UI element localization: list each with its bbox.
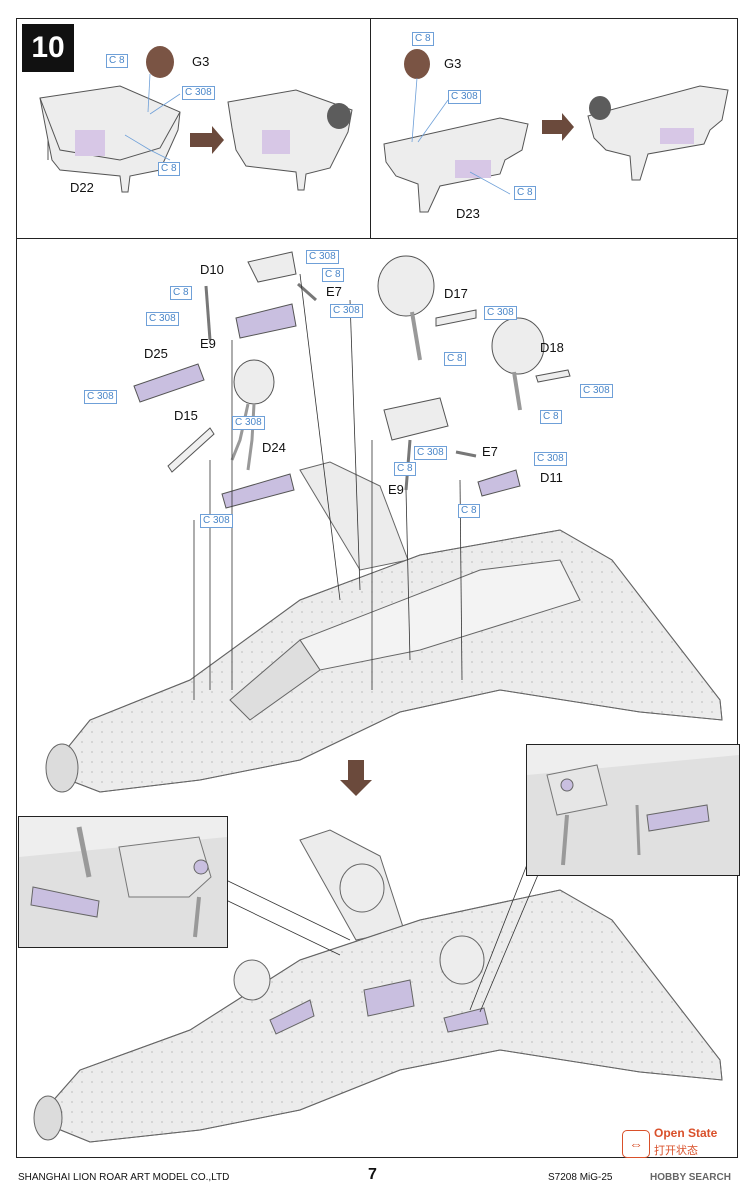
callout-c8: C 8: [158, 162, 180, 176]
callout-c8: C 8: [322, 268, 344, 282]
detail-inset-left: [18, 816, 228, 948]
callout-c8: C 8: [458, 504, 480, 518]
open-state-marker: ⇔ Open State 打开状态: [622, 1124, 732, 1158]
label-g3: G3: [444, 56, 462, 71]
page-number: 7: [368, 1166, 377, 1183]
part-g3-left: [146, 46, 174, 78]
gear-door-left: [235, 303, 297, 339]
main-strut-left: [410, 311, 422, 361]
part-g3-installed-right: [589, 96, 611, 120]
callout-c8: C 8: [412, 32, 434, 46]
open-state-subtitle: 打开状态: [654, 1145, 698, 1157]
label-d17: D17: [444, 286, 468, 301]
step-arrow-left: [190, 126, 224, 154]
part-d17: [435, 309, 477, 327]
main-wheel-right: [491, 317, 545, 375]
callout-c8: C 8: [540, 410, 562, 424]
label-d11: D11: [540, 470, 563, 485]
callout-c8: C 8: [170, 286, 192, 300]
callout-c8: C 8: [106, 54, 128, 68]
callout-c308: C 308: [200, 514, 233, 528]
callout-c308: C 308: [232, 416, 265, 430]
label-e7: E7: [326, 284, 342, 299]
open-state-title: Open State: [654, 1126, 718, 1140]
main-gear-door: [383, 397, 449, 441]
nose-part-d23: [383, 117, 529, 213]
callout-c308: C 308: [330, 304, 363, 318]
part-g3-right: [404, 49, 430, 79]
callout-c8: C 8: [514, 186, 536, 200]
callout-c308: C 308: [580, 384, 613, 398]
footer-company: SHANGHAI LION ROAR ART MODEL CO.,LTD: [18, 1172, 230, 1183]
aircraft-top: [45, 461, 723, 793]
watermark: HOBBY SEARCH: [650, 1172, 731, 1183]
label-d24: D24: [262, 440, 286, 455]
nose-strut: [230, 403, 256, 471]
step-number: 10: [22, 24, 74, 72]
nose-part-d23-result: [587, 85, 729, 181]
callout-c308: C 308: [306, 250, 339, 264]
top-divider: [370, 18, 371, 238]
section-divider: [16, 238, 738, 239]
label-d23: D23: [456, 206, 480, 221]
callout-c308: C 308: [146, 312, 179, 326]
callout-c308: C 308: [484, 306, 517, 320]
nose-part-d22: [39, 85, 181, 193]
aircraft-bottom: [33, 829, 723, 1143]
callout-c8: C 8: [394, 462, 416, 476]
part-d25: [133, 363, 205, 403]
label-g3: G3: [192, 54, 210, 69]
open-arrows-icon: ⇔: [622, 1130, 650, 1158]
part-g3-installed-left: [327, 103, 351, 129]
callout-c308: C 308: [448, 90, 481, 104]
label-d10: D10: [200, 262, 224, 277]
label-d18: D18: [540, 340, 564, 355]
page-frame: [16, 18, 738, 1158]
nose-wheel: [233, 359, 275, 405]
part-e7-right: [455, 450, 477, 458]
callout-c8: C 8: [444, 352, 466, 366]
label-e7: E7: [482, 444, 498, 459]
callout-c308: C 308: [182, 86, 215, 100]
label-e9: E9: [200, 336, 216, 351]
part-d10: [247, 251, 297, 283]
label-d22: D22: [70, 180, 94, 195]
inset-pointer-lines: [225, 861, 541, 1013]
part-d15: [167, 427, 215, 473]
main-strut-right: [512, 371, 522, 411]
part-d18: [535, 369, 571, 383]
gear-parts: [133, 251, 571, 509]
step-arrow-down: [340, 760, 372, 796]
label-d15: D15: [174, 408, 198, 423]
main-wheel-left: [377, 255, 435, 317]
part-d11: [477, 469, 521, 497]
callout-c308: C 308: [534, 452, 567, 466]
nose-part-d22-result: [227, 89, 353, 191]
step-arrow-right: [542, 113, 574, 141]
label-d25: D25: [144, 346, 168, 361]
label-e9: E9: [388, 482, 404, 497]
part-e9-left: [204, 285, 212, 341]
part-d24: [221, 473, 295, 509]
callout-c308: C 308: [84, 390, 117, 404]
callout-c308: C 308: [414, 446, 447, 460]
detail-inset-right: [526, 744, 740, 876]
footer-product: S7208 MiG-25: [548, 1172, 613, 1183]
part-e7-left: [297, 282, 317, 302]
